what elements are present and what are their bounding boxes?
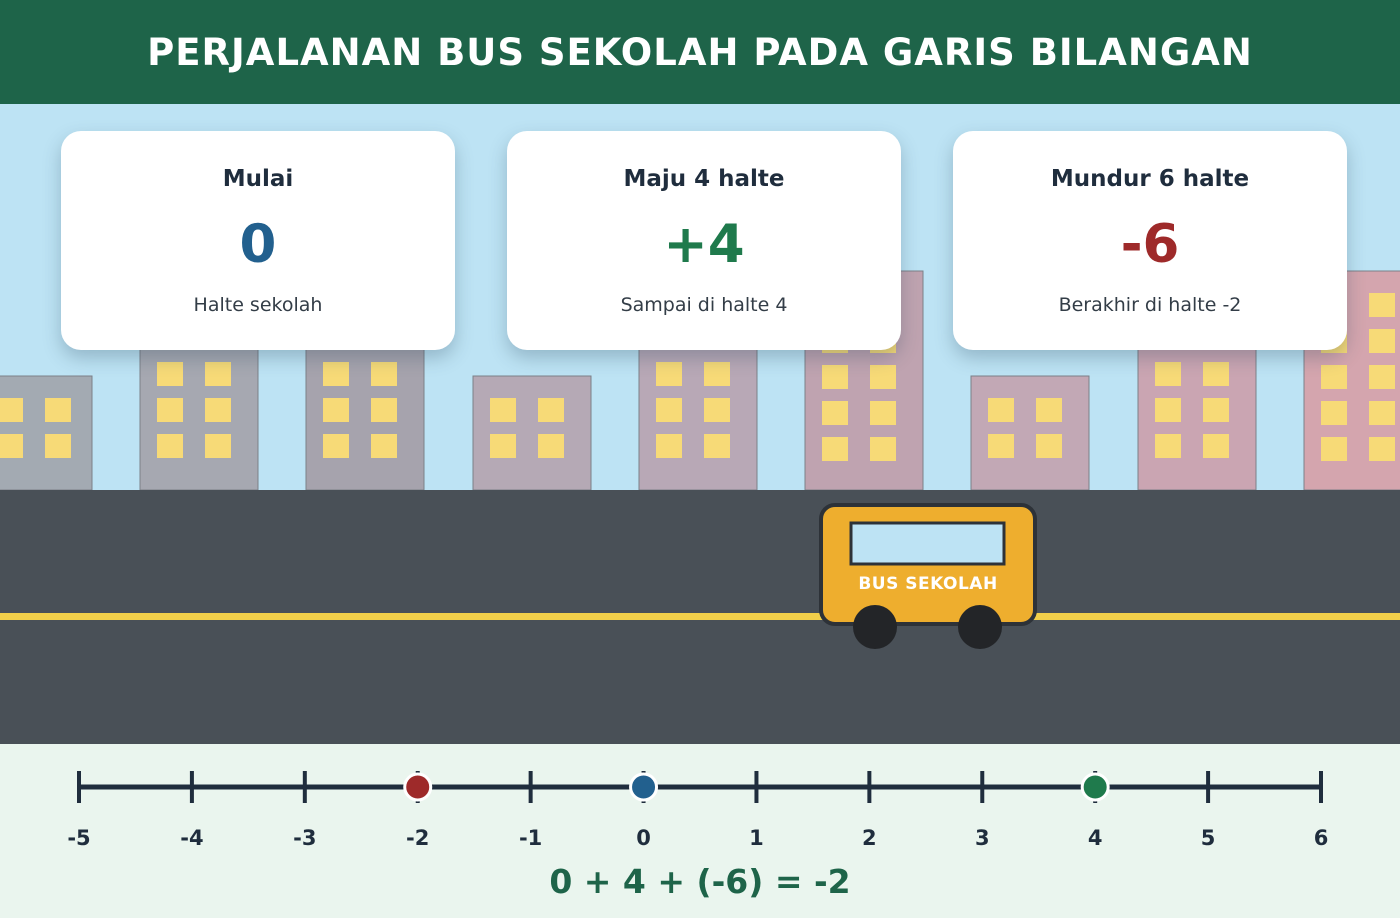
building-window <box>205 398 231 422</box>
card-start-title: Mulai <box>222 166 294 192</box>
building-window <box>1369 293 1395 317</box>
building-window <box>323 362 349 386</box>
building-window <box>157 434 183 458</box>
tick-label: 1 <box>749 826 764 850</box>
building-window <box>988 434 1014 458</box>
school-bus <box>819 503 1037 649</box>
building-window <box>870 437 896 461</box>
card-backward: Mundur 6 halte -6 Berakhir di halte -2 <box>953 131 1347 350</box>
building-window <box>45 398 71 422</box>
building-window <box>371 434 397 458</box>
building-window <box>656 362 682 386</box>
building-window <box>656 434 682 458</box>
bus-wheel-front <box>853 605 897 649</box>
building-window <box>490 398 516 422</box>
equation: 0 + 4 + (-6) = -2 <box>549 862 851 901</box>
building-window <box>822 401 848 425</box>
building-window <box>988 398 1014 422</box>
building-window <box>323 398 349 422</box>
bus-wheel-rear <box>958 605 1002 649</box>
tick-label: 6 <box>1313 826 1329 850</box>
building-window <box>1321 437 1347 461</box>
tick-label: -1 <box>518 826 543 850</box>
building-window <box>1155 362 1181 386</box>
building-window <box>822 365 848 389</box>
tick-label: -3 <box>293 826 317 850</box>
building <box>472 375 592 491</box>
building-window <box>1369 365 1395 389</box>
building-window <box>1036 434 1062 458</box>
building-window <box>704 362 730 386</box>
building-window <box>822 437 848 461</box>
card-forward: Maju 4 halte +4 Sampai di halte 4 <box>507 131 901 350</box>
tick-label: 5 <box>1200 826 1216 850</box>
tick-label: -2 <box>406 826 430 850</box>
building-window <box>157 362 183 386</box>
building-window <box>1369 437 1395 461</box>
city-buildings <box>0 270 1400 491</box>
card-forward-desc: Sampai di halte 4 <box>620 294 788 316</box>
page-title: PERJALANAN BUS SEKOLAH PADA GARIS BILANG… <box>0 0 1400 104</box>
building-window <box>1155 434 1181 458</box>
card-forward-title: Maju 4 halte <box>623 166 785 192</box>
card-start-desc: Halte sekolah <box>193 294 323 316</box>
building-window <box>704 434 730 458</box>
card-start: Mulai 0 Halte sekolah <box>61 131 455 350</box>
bus-label: BUS SEKOLAH <box>858 574 998 594</box>
card-start-value: 0 <box>239 214 277 275</box>
building-window <box>538 434 564 458</box>
building-window <box>656 398 682 422</box>
building-window <box>0 398 23 422</box>
building-window <box>1203 398 1229 422</box>
building-window <box>1321 365 1347 389</box>
building-window <box>704 398 730 422</box>
tick-label: 4 <box>1087 826 1103 850</box>
building-window <box>538 398 564 422</box>
building-window <box>1369 329 1395 353</box>
tick-label: 2 <box>862 826 877 850</box>
card-backward-desc: Berakhir di halte -2 <box>1058 294 1242 316</box>
building-window <box>157 398 183 422</box>
building-window <box>1369 401 1395 425</box>
city-road-scene <box>0 270 1400 744</box>
building-window <box>870 401 896 425</box>
building <box>970 375 1090 491</box>
card-backward-title: Mundur 6 halte <box>1050 166 1250 192</box>
building-window <box>870 365 896 389</box>
tick-label: 0 <box>636 826 651 850</box>
building-window <box>205 362 231 386</box>
bus-window <box>849 521 1006 566</box>
building-window <box>1203 362 1229 386</box>
building-window <box>1036 398 1062 422</box>
building-window <box>490 434 516 458</box>
building-window <box>1155 398 1181 422</box>
building-window <box>1203 434 1229 458</box>
building-window <box>45 434 71 458</box>
road-center-line <box>0 613 1400 620</box>
building <box>0 375 93 491</box>
tick-label: -4 <box>180 826 204 850</box>
card-backward-value: -6 <box>1120 214 1180 275</box>
building-window <box>205 434 231 458</box>
card-forward-value: +4 <box>663 214 745 275</box>
building-window <box>371 362 397 386</box>
number-line-panel <box>0 744 1400 918</box>
tick-label: 3 <box>974 826 990 850</box>
building-window <box>371 398 397 422</box>
building-window <box>0 434 23 458</box>
tick-label: -5 <box>67 826 91 850</box>
building-window <box>323 434 349 458</box>
building-window <box>1321 401 1347 425</box>
